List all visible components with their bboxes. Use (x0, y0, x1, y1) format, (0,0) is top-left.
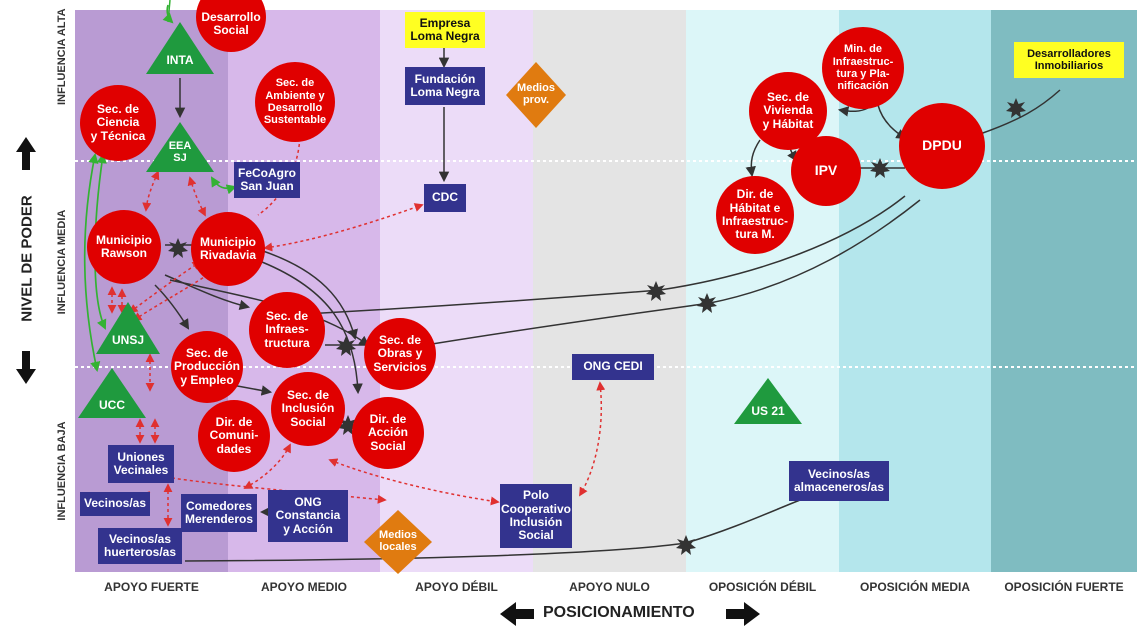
node-min-infraestructura: Min. de Infraestruc- tura y Pla- nificac… (822, 27, 904, 109)
node-dir-habitat: Dir. de Hábitat e Infraestruc- tura M. (716, 176, 794, 254)
label-eea-sj: EEA SJ (168, 140, 192, 164)
label-ucc: UCC (99, 398, 125, 412)
node-empresa-loma-negra: Empresa Loma Negra (405, 12, 485, 48)
us21-triangle (734, 378, 802, 424)
label-inta: INTA (166, 53, 194, 67)
col-bg-oposicion-fuerte (991, 10, 1137, 572)
label-medios-locales: Medios locales (379, 529, 417, 554)
row-label-media: INFLUENCIA MEDIA (56, 209, 68, 315)
node-desarrolladores: Desarrolladores Inmobiliarios (1014, 42, 1124, 78)
node-vecinos-huerteros: Vecinos/as huerteros/as (98, 528, 182, 564)
eea-sj-triangle (146, 122, 214, 172)
node-municipio-rawson: Municipio Rawson (87, 210, 161, 284)
node-dir-accion-social: Dir. de Acción Social (352, 397, 424, 469)
x-axis-title: POSICIONAMIENTO (543, 604, 695, 621)
col-label-apoyo-debil: APOYO DÉBIL (415, 580, 498, 594)
node-sec-infraestructura: Sec. de Infraes- tructura (249, 292, 325, 368)
inta-triangle (146, 22, 214, 74)
col-label-oposicion-fuerte: OPOSICIÓN FUERTE (1004, 580, 1124, 594)
label-medios-prov: Medios prov. (517, 82, 555, 107)
up-arrow-icon (16, 137, 36, 170)
node-municipio-rivadavia: Municipio Rivadavia (191, 212, 265, 286)
medios-prov-diamond (506, 62, 566, 128)
node-dpdu: DPDU (899, 103, 985, 189)
ucc-triangle (78, 368, 146, 418)
unsj-triangle (96, 302, 160, 354)
node-vecinos: Vecinos/as (80, 492, 150, 516)
col-label-oposicion-debil: OPOSICIÓN DÉBIL (708, 580, 817, 594)
row-label-alta: INFLUENCIA ALTA (56, 8, 68, 105)
down-arrow-icon (16, 351, 36, 384)
node-desarrollo-social: Desarrollo Social (196, 0, 266, 52)
left-arrow-icon (500, 602, 534, 626)
column-backgrounds (75, 10, 1137, 572)
node-ipv: IPV (791, 136, 861, 206)
label-us21: US 21 (751, 404, 785, 418)
label-unsj: UNSJ (111, 333, 144, 347)
node-ong-constancia: ONG Constancia y Acción (268, 490, 348, 542)
row-label-baja: INFLUENCIA BAJA (56, 421, 68, 521)
node-sec-produccion: Sec. de Producción y Empleo (171, 331, 243, 403)
node-fecoagro: FeCoAgro San Juan (234, 162, 300, 198)
node-sec-inclusion: Sec. de Inclusión Social (271, 372, 345, 446)
node-fundacion-loma-negra: Fundación Loma Negra (405, 67, 485, 105)
col-label-oposicion-media: OPOSICIÓN MEDIA (859, 580, 970, 594)
node-polo-cooperativo: Polo Cooperativo Inclusión Social (500, 484, 572, 548)
node-uniones-vecinales: Uniones Vecinales (108, 445, 174, 483)
node-sec-obras: Sec. de Obras y Servicios (364, 318, 436, 390)
conflict-markers (168, 98, 1026, 555)
col-label-apoyo-nulo: APOYO NULO (569, 580, 650, 594)
right-arrow-icon (726, 602, 760, 626)
col-label-apoyo-fuerte: APOYO FUERTE (104, 580, 199, 594)
medios-locales-diamond (364, 510, 432, 574)
node-comedores: Comedores Merenderos (181, 494, 257, 532)
node-sec-ambiente: Sec. de Ambiente y Desarrollo Sustentabl… (255, 62, 335, 142)
node-sec-ciencia: Sec. de Ciencia y Técnica (80, 85, 156, 161)
node-dir-comunidades: Dir. de Comuni- dades (198, 400, 270, 472)
node-cdc: CDC (424, 184, 466, 212)
node-ong-cedi: ONG CEDI (572, 354, 654, 380)
y-axis-title: NIVEL DE PODER (18, 195, 36, 322)
col-label-apoyo-medio: APOYO MEDIO (260, 580, 347, 594)
node-vecinos-almaceneros: Vecinos/as almaceneros/as (789, 461, 889, 501)
